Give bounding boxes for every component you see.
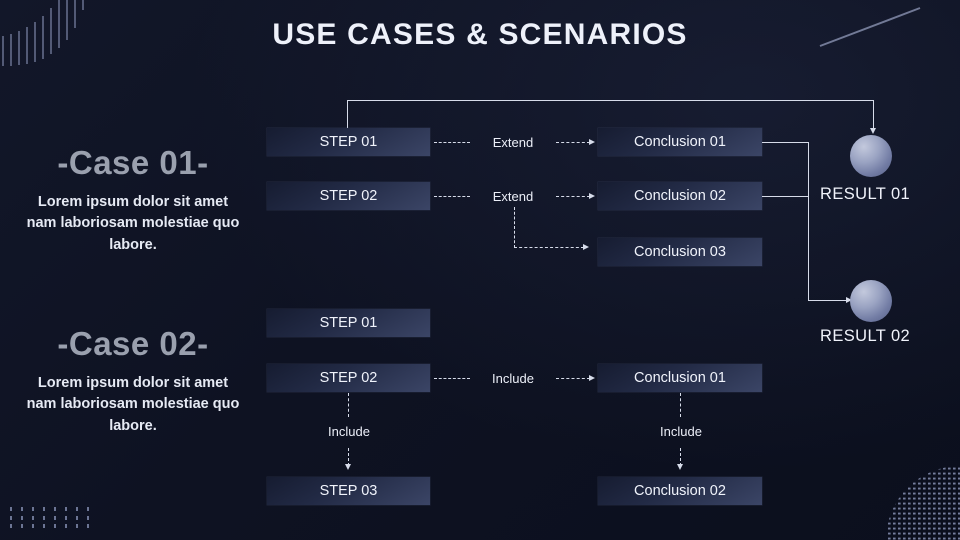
arrow-into-result01 bbox=[870, 128, 876, 134]
case1-edge2-label: Extend bbox=[492, 189, 534, 204]
decoration-dot-grid bbox=[10, 507, 89, 528]
connector-step01-up bbox=[347, 100, 349, 129]
result-02-label: RESULT 02 bbox=[820, 327, 911, 345]
case-block-2: -Case 02- Lorem ipsum dolor sit amet nam… bbox=[8, 325, 258, 437]
case2-step-01-box[interactable]: STEP 01 bbox=[267, 309, 430, 337]
result-02-sphere bbox=[850, 280, 892, 322]
case2-edge1-label: Include bbox=[492, 371, 534, 386]
case2-step-vert-dash-bottom bbox=[348, 448, 349, 466]
case2-step-03-box[interactable]: STEP 03 bbox=[267, 477, 430, 505]
case1-edge1-arrow bbox=[589, 138, 595, 145]
case2-step-vert-arrow bbox=[345, 464, 351, 470]
case1-conclusion-02-box[interactable]: Conclusion 02 bbox=[598, 182, 762, 210]
case2-conc-vert-label: Include bbox=[660, 424, 702, 439]
case-1-title: -Case 01- bbox=[57, 144, 209, 181]
case2-edge1-dash-left bbox=[434, 378, 470, 379]
connector-rail-to-result02 bbox=[808, 300, 848, 302]
connector-right-rail bbox=[808, 142, 810, 301]
case2-conc-vert-dash-top bbox=[680, 393, 681, 417]
case1-branch-down bbox=[514, 207, 515, 248]
arrow-into-result02 bbox=[846, 296, 852, 303]
case1-step-01-box[interactable]: STEP 01 bbox=[267, 128, 430, 156]
case-2-title: -Case 02- bbox=[57, 325, 209, 362]
case2-edge1-arrow bbox=[589, 374, 595, 381]
result-01-sphere bbox=[850, 135, 892, 177]
case-2-description: Lorem ipsum dolor sit amet nam laboriosa… bbox=[26, 375, 240, 434]
case1-edge2-dash-right bbox=[556, 196, 590, 197]
case2-step-vert-label: Include bbox=[328, 424, 370, 439]
case1-conclusion-03-box[interactable]: Conclusion 03 bbox=[598, 238, 762, 266]
case1-branch-arrow bbox=[583, 243, 589, 250]
connector-top-across bbox=[347, 100, 874, 102]
case2-conc-vert-dash-bottom bbox=[680, 448, 681, 466]
case2-step-02-box[interactable]: STEP 02 bbox=[267, 364, 430, 392]
case1-edge1-dash-left bbox=[434, 142, 470, 143]
page-title: USE CASES & SCENARIOS bbox=[272, 18, 688, 51]
case2-edge1-dash-right bbox=[556, 378, 590, 379]
case1-edge1-dash-right bbox=[556, 142, 590, 143]
case1-branch-across bbox=[514, 247, 584, 248]
connector-conc01-right bbox=[762, 142, 809, 144]
case1-edge2-arrow bbox=[589, 192, 595, 199]
case1-step-02-box[interactable]: STEP 02 bbox=[267, 182, 430, 210]
case2-conclusion-01-box[interactable]: Conclusion 01 bbox=[598, 364, 762, 392]
case2-step-vert-dash-top bbox=[348, 393, 349, 417]
case2-conc-vert-arrow bbox=[677, 464, 683, 470]
result-01-label: RESULT 01 bbox=[820, 185, 911, 203]
case1-conclusion-01-box[interactable]: Conclusion 01 bbox=[598, 128, 762, 156]
case-block-1: -Case 01- Lorem ipsum dolor sit amet nam… bbox=[8, 144, 258, 256]
case-1-description: Lorem ipsum dolor sit amet nam laboriosa… bbox=[26, 194, 240, 253]
connector-down-to-result01 bbox=[873, 100, 875, 130]
case2-conclusion-02-box[interactable]: Conclusion 02 bbox=[598, 477, 762, 505]
connector-conc02-right bbox=[762, 196, 809, 198]
case1-edge2-dash-left bbox=[434, 196, 470, 197]
case1-edge1-label: Extend bbox=[492, 135, 534, 150]
decoration-corner-dot-arc bbox=[886, 466, 960, 540]
